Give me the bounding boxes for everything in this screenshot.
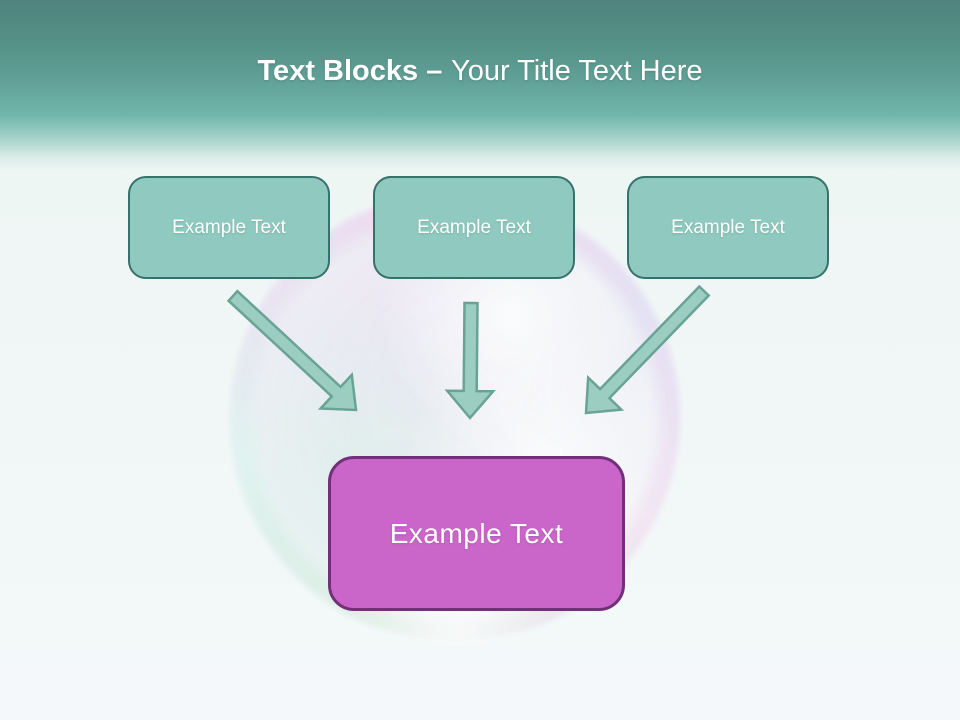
text-block-2-label: Example Text <box>417 216 531 238</box>
slide-title-bold: Text Blocks – <box>257 55 443 87</box>
flow-arrow <box>444 301 496 420</box>
text-block-3: Example Text <box>627 176 829 279</box>
flow-arrow <box>584 284 711 415</box>
slide-title-regular: Your Title Text Here <box>451 55 703 87</box>
text-block-1: Example Text <box>128 176 330 279</box>
target-text-block: Example Text <box>328 456 625 611</box>
text-block-1-label: Example Text <box>172 216 286 238</box>
text-block-3-label: Example Text <box>671 216 785 238</box>
slide-title: Text Blocks –Your Title Text Here <box>0 55 960 88</box>
text-block-2: Example Text <box>373 176 575 279</box>
flow-arrow <box>226 289 358 412</box>
target-text-block-label: Example Text <box>389 517 564 549</box>
